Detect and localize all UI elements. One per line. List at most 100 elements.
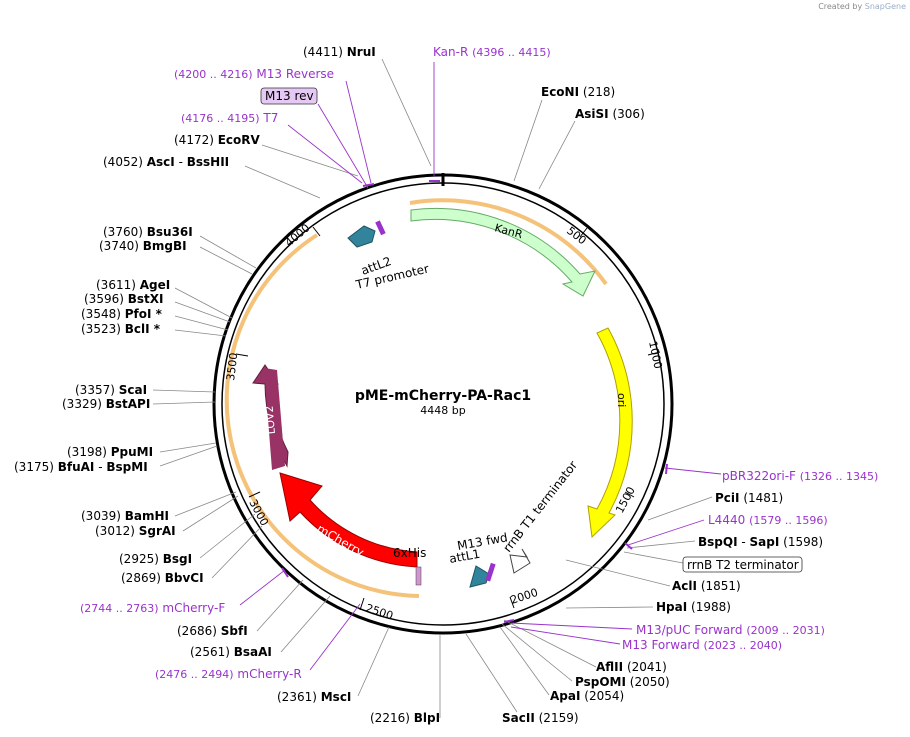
svg-text:AsiSI (306): AsiSI (306) (575, 107, 645, 121)
enzyme-name: AflII (596, 660, 623, 674)
primer-name: M13/pUC Forward (636, 623, 743, 637)
svg-text:EcoNI (218): EcoNI (218) (541, 85, 615, 99)
svg-text:(3012) SgrAI: (3012) SgrAI (95, 524, 176, 538)
enzyme-name: BspQI (698, 535, 738, 549)
svg-text:(3039) BamHI: (3039) BamHI (81, 509, 169, 523)
enzyme-pos: (3596) (84, 292, 124, 306)
rrnb-t1-feature[interactable] (509, 548, 531, 574)
enzyme-pos: (1988) (691, 600, 731, 614)
svg-text:pBR322ori-F (1326 .. 1345): pBR322ori-F (1326 .. 1345) (722, 469, 878, 483)
enzyme-pos: (3329) (62, 397, 102, 411)
enzyme-name: SbfI (221, 624, 248, 638)
enzyme-name: AsiSI (575, 107, 609, 121)
primer-range: (4396 .. 4415) (472, 46, 551, 59)
svg-text:M13/pUC Forward (2009 .. 2031): M13/pUC Forward (2009 .. 2031) (636, 623, 825, 637)
enzyme-pos: (218) (583, 85, 615, 99)
6xhis-feature[interactable] (415, 566, 422, 586)
enzyme-name: AgeI (140, 278, 170, 292)
primer-name: M13 Reverse (256, 67, 334, 81)
enzyme-name: BlpI (414, 711, 440, 725)
enzyme-pos: (1481) (743, 491, 783, 505)
enzyme-name: EcoRV (218, 133, 261, 147)
plasmid-length: 4448 bp (420, 404, 465, 417)
snapgene-credit: Created by SnapGene (818, 2, 906, 11)
enzyme-name: BfuAI (58, 460, 95, 474)
m13-fwd-feature[interactable] (485, 562, 496, 582)
svg-text:(3329) BstAPI: (3329) BstAPI (62, 397, 150, 411)
rrnb-t2-label: rrnB T2 terminator (687, 558, 799, 572)
primer-leaders (239, 62, 722, 671)
svg-text:(3357) ScaI: (3357) ScaI (75, 383, 147, 397)
primer-range: (4200 .. 4216) (174, 68, 253, 81)
enzyme-name: PfoI * (125, 307, 163, 321)
svg-text:AflII (2041): AflII (2041) (596, 660, 667, 674)
enzyme-pos: (3357) (75, 383, 115, 397)
primer-name: mCherry-R (237, 667, 301, 681)
svg-text:HpaI (1988): HpaI (1988) (656, 600, 731, 614)
svg-text:M13 Forward (2023 .. 2040): M13 Forward (2023 .. 2040) (622, 638, 782, 652)
svg-text:(4411) NruI: (4411) NruI (303, 45, 376, 59)
enzyme-name: SacII (502, 711, 535, 725)
svg-text:(3198) PpuMI: (3198) PpuMI (67, 445, 153, 459)
enzyme-name-2: BssHII (187, 155, 229, 169)
enzyme-pos: (2054) (584, 689, 624, 703)
enzyme-pos: (4411) (303, 45, 343, 59)
enzyme-name: PciI (715, 491, 740, 505)
svg-text:(4052) AscI - BssHII: (4052) AscI - BssHII (103, 155, 229, 169)
kanr-feature[interactable] (410, 207, 596, 297)
enzyme-pos: (2216) (370, 711, 410, 725)
leader-lines-right (465, 99, 713, 713)
enzyme-name: ScaI (119, 383, 147, 397)
ori-feature[interactable] (587, 327, 633, 539)
m13-rev-label: M13 rev (265, 89, 314, 103)
enzyme-pos: (1598) (783, 535, 823, 549)
enzyme-name: PspOMI (575, 675, 626, 689)
lov2-label: LOV2 (263, 405, 278, 435)
plasmid-name: pME-mCherry-PA-Rac1 (355, 388, 531, 404)
ori-label: ori (615, 393, 628, 407)
enzyme-labels-left: (4411) NruI (4172) EcoRV (4052) AscI - B… (14, 45, 440, 725)
enzyme-pos: (306) (612, 107, 644, 121)
svg-text:(2925) BsgI: (2925) BsgI (119, 552, 192, 566)
enzyme-pos: (2869) (121, 571, 161, 585)
attl1-feature[interactable] (469, 565, 490, 588)
svg-text:AclI (1851): AclI (1851) (672, 579, 741, 593)
svg-text:(2686) SbfI: (2686) SbfI (177, 624, 248, 638)
enzyme-pos: (1851) (701, 579, 741, 593)
primer-name: T7 (262, 111, 278, 125)
enzyme-pos: (3198) (67, 445, 107, 459)
scale-ticks (235, 226, 661, 611)
enzyme-name: BbvCI (165, 571, 204, 585)
enzyme-name: ApaI (550, 689, 580, 703)
primer-range: (2023 .. 2040) (704, 639, 783, 652)
enzyme-pos: (4052) (103, 155, 143, 169)
primer-name: Kan-R (433, 45, 468, 59)
enzyme-name: Bsu36I (147, 225, 193, 239)
svg-text:(2744 .. 2763) mCherry-F: (2744 .. 2763) mCherry-F (80, 601, 225, 615)
enzyme-name: PpuMI (111, 445, 153, 459)
attl2-feature[interactable] (347, 225, 376, 248)
svg-text:Kan-R (4396 .. 4415): Kan-R (4396 .. 4415) (433, 45, 551, 59)
svg-text:PciI (1481): PciI (1481) (715, 491, 783, 505)
primer-name: pBR322ori-F (722, 469, 796, 483)
enzyme-name: EcoNI (541, 85, 579, 99)
mcherry-feature[interactable] (279, 472, 418, 568)
svg-text:(4176 .. 4195) T7: (4176 .. 4195) T7 (181, 111, 278, 125)
rrnb-t2-box (682, 556, 803, 573)
enzyme-name: AscI (147, 155, 175, 169)
primer-name: M13 Forward (622, 638, 700, 652)
svg-text:(3760) Bsu36I: (3760) Bsu36I (103, 225, 193, 239)
primer-range: (2009 .. 2031) (746, 624, 825, 637)
enzyme-pos: (2686) (177, 624, 217, 638)
enzyme-labels-right: EcoNI (218) AsiSI (306) PciI (1481) BspQ… (502, 85, 823, 725)
svg-text:L4440 (1579 .. 1596): L4440 (1579 .. 1596) (708, 513, 828, 527)
enzyme-name: BstXI (128, 292, 164, 306)
t7-promoter-feature[interactable] (375, 220, 386, 236)
primer-range: (2476 .. 2494) (155, 668, 234, 681)
lov2-body (264, 368, 285, 470)
orange-band-left (224, 233, 420, 598)
enzyme-name: BmgBI (143, 239, 187, 253)
svg-text:PspOMI (2050): PspOMI (2050) (575, 675, 670, 689)
enzyme-pos: (3760) (103, 225, 143, 239)
